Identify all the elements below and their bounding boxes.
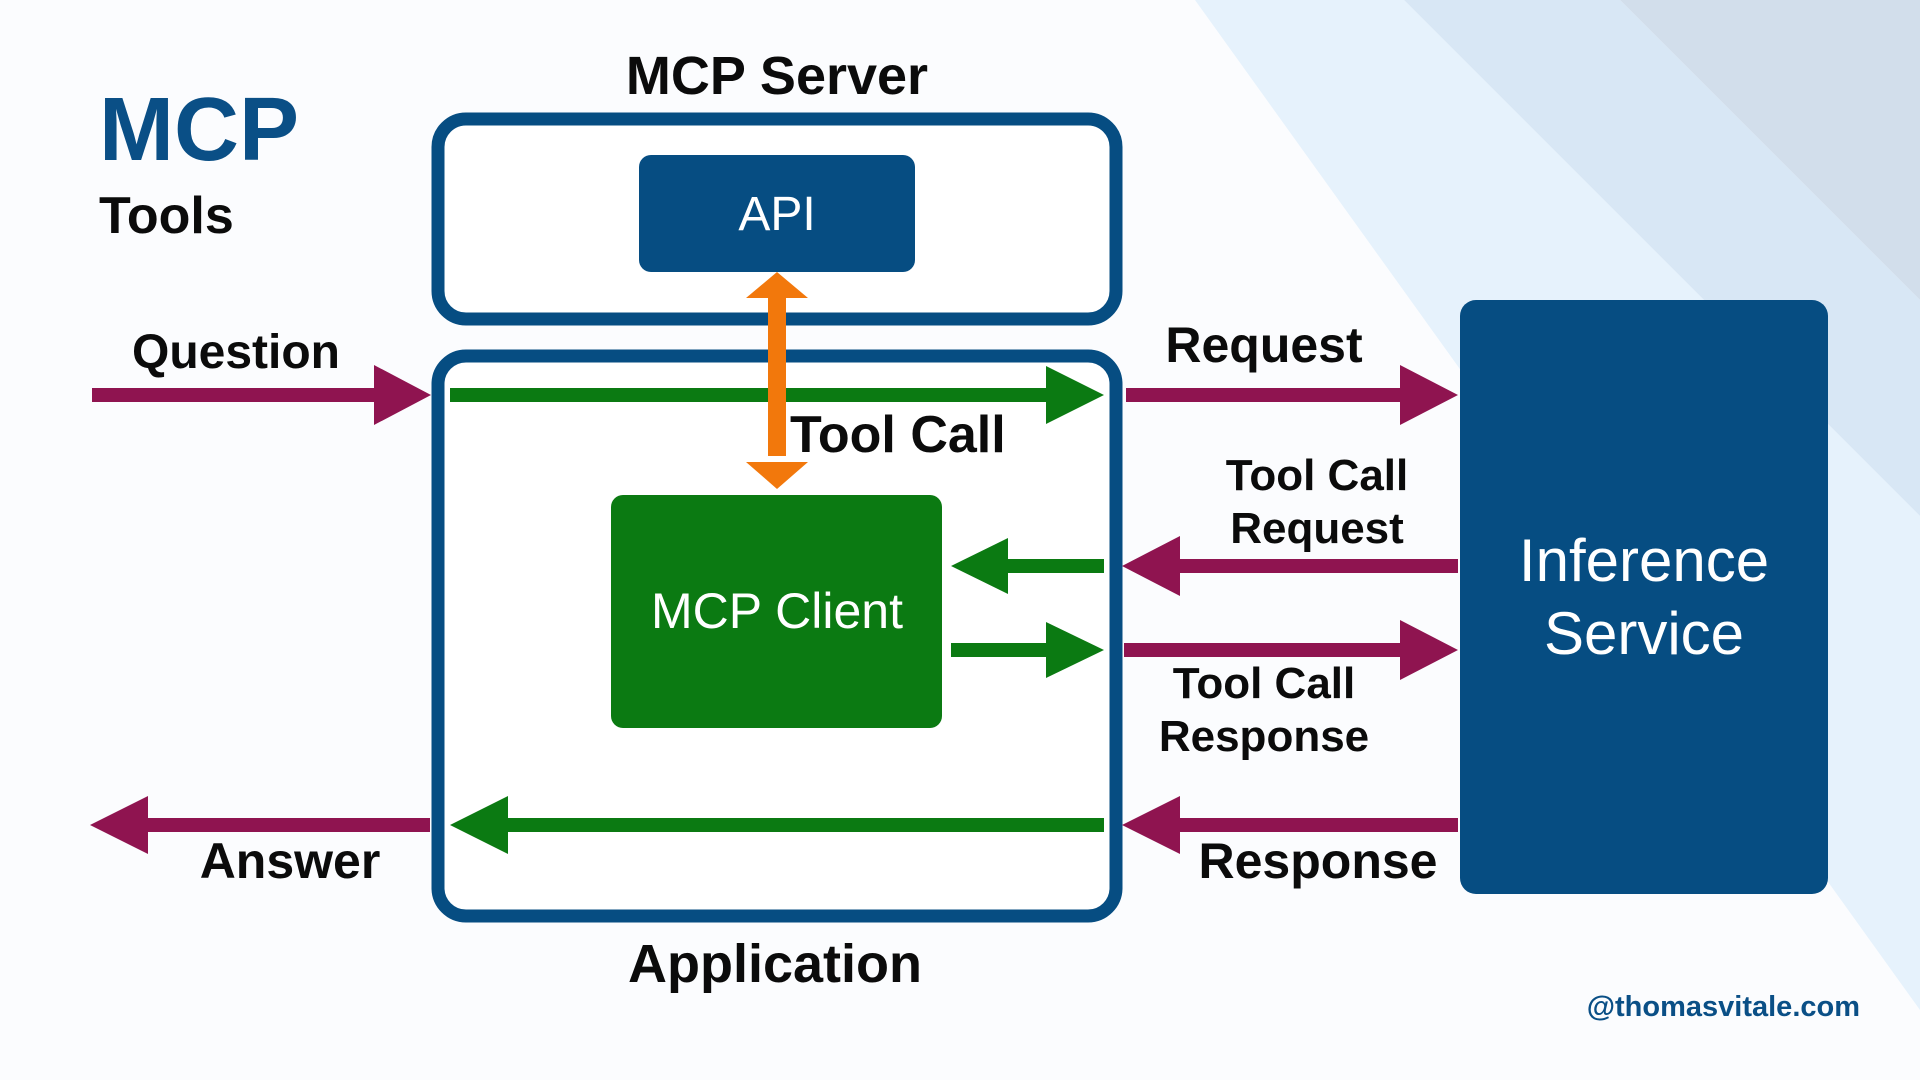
question-label: Question [132,326,340,379]
response-label: Response [1199,833,1438,889]
inference-service-label-line2: Service [1544,600,1744,667]
tool-call-flow-arrow [450,366,1104,424]
background-stripe-dark [1620,0,1920,300]
tool-call-response-label-line2: Response [1159,712,1369,761]
tool-call-request-arrow [1122,536,1458,596]
mcp-server-label: MCP Server [626,46,928,106]
request-label: Request [1165,317,1363,373]
question-arrow [92,365,431,425]
client-output-arrow [951,622,1104,678]
answer-label: Answer [200,833,381,889]
mcp-client-label: MCP Client [651,583,903,639]
tool-call-response-label-line1: Tool Call [1173,659,1356,708]
page-title: MCP [99,80,299,180]
tool-call-request-label-line2: Request [1230,504,1404,553]
client-input-arrow [951,538,1104,594]
mcp-client-box [611,495,942,728]
application-label: Application [628,934,922,994]
page-subtitle: Tools [99,187,234,245]
answer-flow-arrow [450,796,1104,854]
answer-arrow [90,796,430,854]
tool-call-response-arrow [1124,620,1458,680]
request-arrow [1126,365,1458,425]
inference-service-box [1460,300,1828,894]
tool-call-label: Tool Call [790,406,1006,464]
api-box [639,155,915,272]
inference-service-label-line1: Inference [1519,527,1769,594]
credit-handle: @thomasvitale.com [1587,991,1860,1023]
api-label: API [738,188,815,241]
response-arrow [1122,796,1458,854]
tool-call-request-label-line1: Tool Call [1226,451,1409,500]
api-client-arrow [746,272,808,489]
